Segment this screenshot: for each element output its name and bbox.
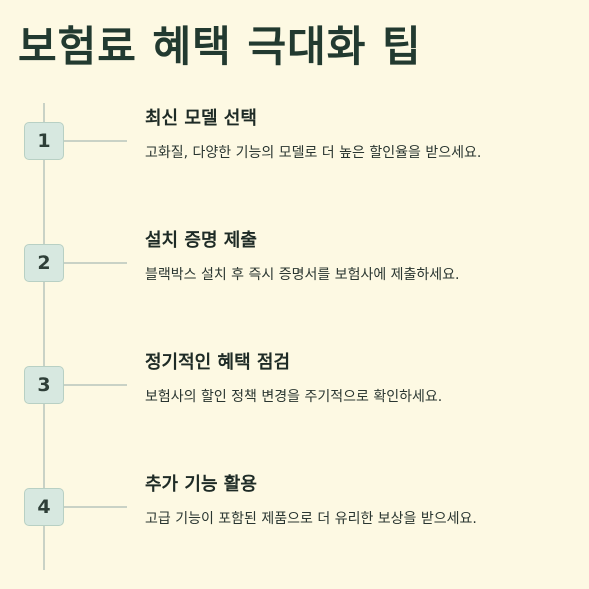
step-connector-line (64, 140, 127, 142)
step-title: 정기적인 혜택 점검 (145, 352, 291, 373)
timeline-step-4: 4 추가 기능 활용 고급 기능이 포함된 제품으로 더 유리한 보상을 받으세… (0, 474, 589, 588)
step-number-badge: 4 (24, 488, 64, 526)
step-connector-line (64, 506, 127, 508)
step-description: 고급 기능이 포함된 제품으로 더 유리한 보상을 받으세요. (145, 511, 477, 527)
step-number-badge: 2 (24, 244, 64, 282)
timeline-vertical-line (43, 103, 45, 570)
page-title: 보험료 혜택 극대화 팁 (18, 22, 422, 71)
step-number-badge: 3 (24, 366, 64, 404)
step-title: 설치 증명 제출 (145, 230, 257, 251)
timeline-step-3: 3 정기적인 혜택 점검 보험사의 할인 정책 변경을 주기적으로 확인하세요. (0, 352, 589, 466)
step-number-badge: 1 (24, 122, 64, 160)
timeline-step-1: 1 최신 모델 선택 고화질, 다양한 기능의 모델로 더 높은 할인율을 받으… (0, 108, 589, 222)
step-description: 블랙박스 설치 후 즉시 증명서를 보험사에 제출하세요. (145, 267, 460, 283)
step-connector-line (64, 262, 127, 264)
step-title: 추가 기능 활용 (145, 474, 257, 495)
step-connector-line (64, 384, 127, 386)
step-title: 최신 모델 선택 (145, 108, 257, 129)
timeline-step-2: 2 설치 증명 제출 블랙박스 설치 후 즉시 증명서를 보험사에 제출하세요. (0, 230, 589, 344)
step-description: 고화질, 다양한 기능의 모델로 더 높은 할인율을 받으세요. (145, 145, 482, 161)
step-description: 보험사의 할인 정책 변경을 주기적으로 확인하세요. (145, 389, 443, 405)
